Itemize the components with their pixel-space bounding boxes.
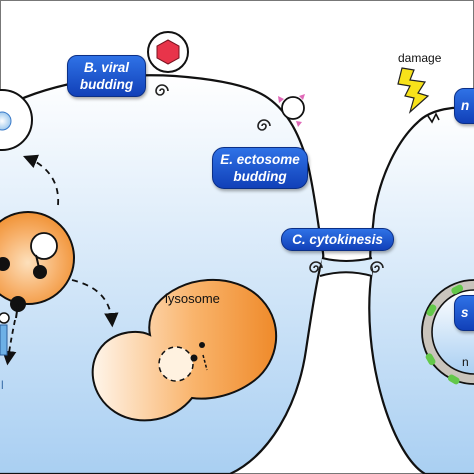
right-cut-label-top: n [454, 88, 474, 124]
right-cut-text-bottom: n [462, 355, 469, 369]
escrt-spiral-viral [155, 84, 169, 96]
cytokinesis-bridge [320, 258, 372, 276]
lysosome-text: lysosome [165, 291, 220, 306]
dashed-arrow-right [71, 279, 119, 328]
virus-bud [147, 31, 189, 73]
small-vesicle-left [0, 89, 33, 151]
escrt-spiral-ectosome [257, 119, 271, 131]
multivesicular-body [0, 211, 75, 324]
ectosome-budding-label: E. ectosome budding [212, 147, 308, 189]
escrt-spiral-cyto-right [370, 261, 384, 273]
dashed-arrow-down-left [2, 319, 17, 366]
ectosome-budding-line-2: budding [233, 169, 287, 184]
damage-text: damage [398, 51, 442, 65]
viral-budding-label: B. viral budding [67, 55, 146, 97]
escrt-spiral-cyto-left [309, 261, 323, 273]
viral-budding-line-1: B. viral [83, 60, 130, 75]
lysosome [91, 279, 278, 422]
viral-budding-line-2: budding [79, 77, 134, 92]
right-cut-label-mid: s [454, 295, 474, 331]
membrane-patch-left [0, 324, 8, 356]
cytokinesis-label: C. cytokinesis [281, 228, 394, 251]
lightning-icon [397, 67, 430, 114]
left-cut-text-bottom: l [1, 378, 4, 392]
ectosome-budding-line-1: E. ectosome [220, 152, 300, 167]
ectosome-bud [278, 94, 305, 127]
membrane-damage-site [427, 112, 440, 124]
